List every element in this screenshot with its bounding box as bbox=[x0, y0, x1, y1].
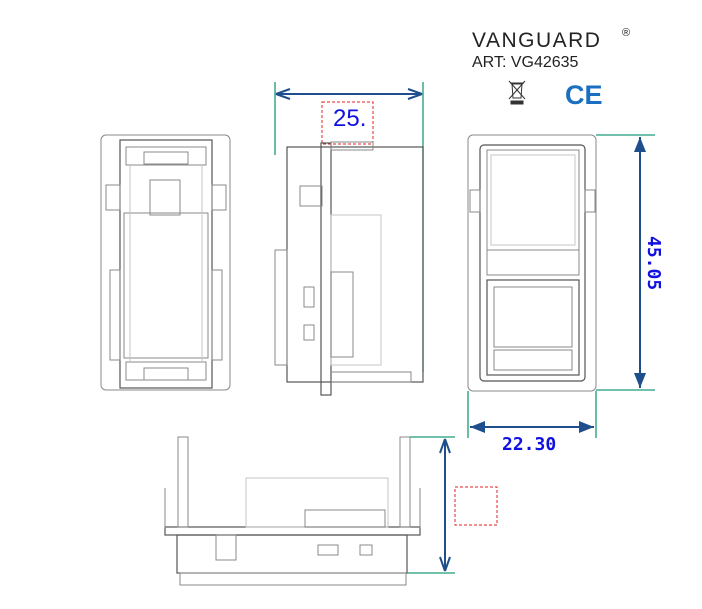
face-view: 45.05 22.30 bbox=[467, 134, 664, 455]
registered-mark: ® bbox=[622, 27, 630, 39]
ce-mark: CE bbox=[565, 80, 603, 110]
article-number: ART: VG42635 bbox=[472, 54, 579, 71]
bottom-view bbox=[164, 436, 498, 586]
height-dimension-label: 45.05 bbox=[643, 236, 664, 290]
front-view bbox=[100, 134, 231, 391]
brand-name: VANGUARD bbox=[472, 29, 601, 52]
depth-label-box bbox=[321, 101, 374, 145]
depth-dimension-label: 25. bbox=[333, 105, 366, 132]
side-view: 25. bbox=[274, 82, 424, 396]
width-dimension-label: 22.30 bbox=[502, 434, 556, 455]
empty-label-box bbox=[454, 486, 498, 526]
weee-bin-icon bbox=[508, 80, 526, 105]
